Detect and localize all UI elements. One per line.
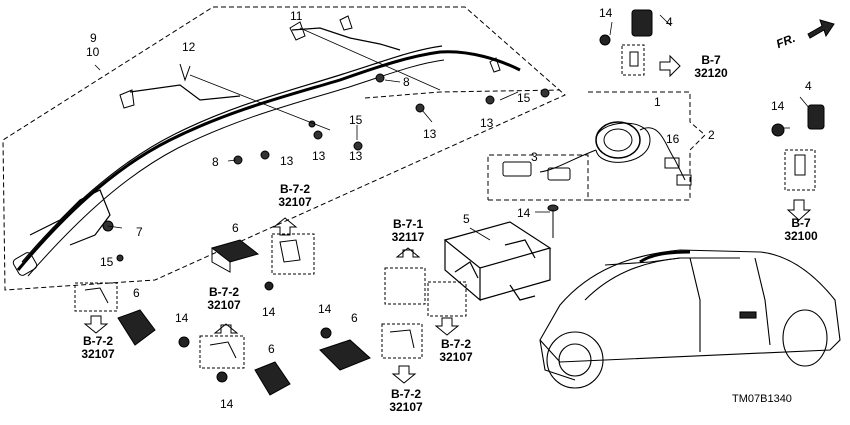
cable-reel-outline (487, 91, 706, 201)
ref-code: 32100 (784, 229, 818, 243)
ref-code: 32120 (694, 66, 728, 80)
part-label-4-top: 4 (666, 15, 673, 29)
side-sensor-6c (199, 335, 291, 396)
curtain-bolts (102, 73, 550, 262)
vehicle-body (539, 249, 841, 389)
ref-b7-2-32107-mid[interactable]: B-7-2 32107 (196, 286, 252, 312)
ref-b7-32120[interactable]: B-7 32120 (686, 54, 736, 80)
side-sensor-6a (210, 233, 315, 291)
part-label-2: 2 (708, 128, 715, 142)
part-label-5: 5 (463, 212, 470, 226)
ref-page: B-7 (791, 216, 811, 230)
part-label-16: 16 (666, 132, 680, 146)
part-label-11: 11 (290, 9, 303, 23)
ref-page: B-7-2 (82, 334, 113, 348)
ref-b7-2-32107-srs[interactable]: B-7-2 32107 (428, 338, 484, 364)
ref-page: B-7-2 (279, 182, 310, 196)
part-label-15-lower: 15 (100, 255, 114, 269)
part-label-15-right: 15 (517, 91, 531, 105)
part-label-15-middle: 15 (349, 113, 363, 127)
part-label-3: 3 (531, 150, 538, 164)
ref-b7-1-32117[interactable]: B-7-1 32117 (380, 218, 436, 244)
front-arrow-icon (807, 19, 835, 39)
part-label-14-mid: 14 (262, 305, 276, 319)
ref-page: B-7-1 (392, 217, 423, 231)
curtain-airbag-module (12, 15, 521, 277)
part-label-8-lower: 8 (212, 155, 219, 169)
ref-b7-2-32107-bottom[interactable]: B-7-2 32107 (378, 388, 434, 414)
srs-unit (443, 221, 552, 302)
part-label-13-b: 13 (480, 116, 494, 130)
impact-sensor-4b (771, 104, 825, 191)
part-label-12: 12 (182, 40, 196, 54)
part-label-14-right: 14 (771, 99, 785, 113)
part-label-14-bottom: 14 (220, 397, 234, 411)
part-label-4-right: 4 (805, 79, 812, 93)
part-label-13-e: 13 (280, 154, 294, 168)
part-label-6-bottom: 6 (268, 342, 275, 356)
ref-page: B-7-2 (390, 387, 421, 401)
part-label-9: 9 (90, 31, 97, 45)
ref-page: B-7-2 (208, 285, 239, 299)
part-label-14-left: 14 (175, 311, 189, 325)
part-label-8-upper: 8 (403, 75, 410, 89)
part-label-1: 1 (654, 95, 661, 109)
impact-sensor-4a (599, 9, 653, 76)
part-label-14-center: 14 (318, 302, 332, 316)
part-label-13-d: 13 (349, 149, 363, 163)
part-label-6-left: 6 (133, 286, 140, 300)
part-label-6-middle: 6 (232, 221, 239, 235)
ref-code: 32107 (439, 350, 473, 364)
ref-page: B-7 (701, 53, 721, 67)
part-label-14-top: 14 (599, 6, 613, 20)
ref-code: 32107 (81, 347, 115, 361)
part-label-14-srs: 14 (517, 206, 531, 220)
side-sensor-6d (319, 323, 423, 371)
part-label-13-c: 13 (312, 149, 326, 163)
part-label-6-center: 6 (351, 311, 358, 325)
part-label-13-a: 13 (423, 127, 437, 141)
diagram-code: TM07B1340 (732, 393, 792, 405)
ref-b7-2-32107-upper[interactable]: B-7-2 32107 (267, 183, 323, 209)
ref-code: 32107 (389, 400, 423, 414)
ref-page: B-7-2 (440, 337, 471, 351)
ref-b7-32100[interactable]: B-7 32100 (776, 217, 826, 243)
ref-code: 32117 (391, 230, 425, 244)
part-label-7: 7 (136, 225, 143, 239)
ref-b7-2-32107-left[interactable]: B-7-2 32107 (70, 335, 126, 361)
leader-lines (94, 14, 816, 241)
cable-reel (502, 121, 692, 186)
ref-code: 32107 (278, 195, 312, 209)
srs-connector-right (427, 281, 467, 317)
srs-connector-left (384, 267, 426, 305)
curtain-airbag-outline (2, 6, 566, 291)
part-label-10: 10 (86, 45, 100, 59)
side-sensor-6b (74, 282, 190, 348)
mount-bolt-outline (364, 89, 561, 99)
ref-code: 32107 (207, 298, 241, 312)
reference-arrows (83, 54, 812, 384)
srs-bolt (547, 204, 559, 238)
